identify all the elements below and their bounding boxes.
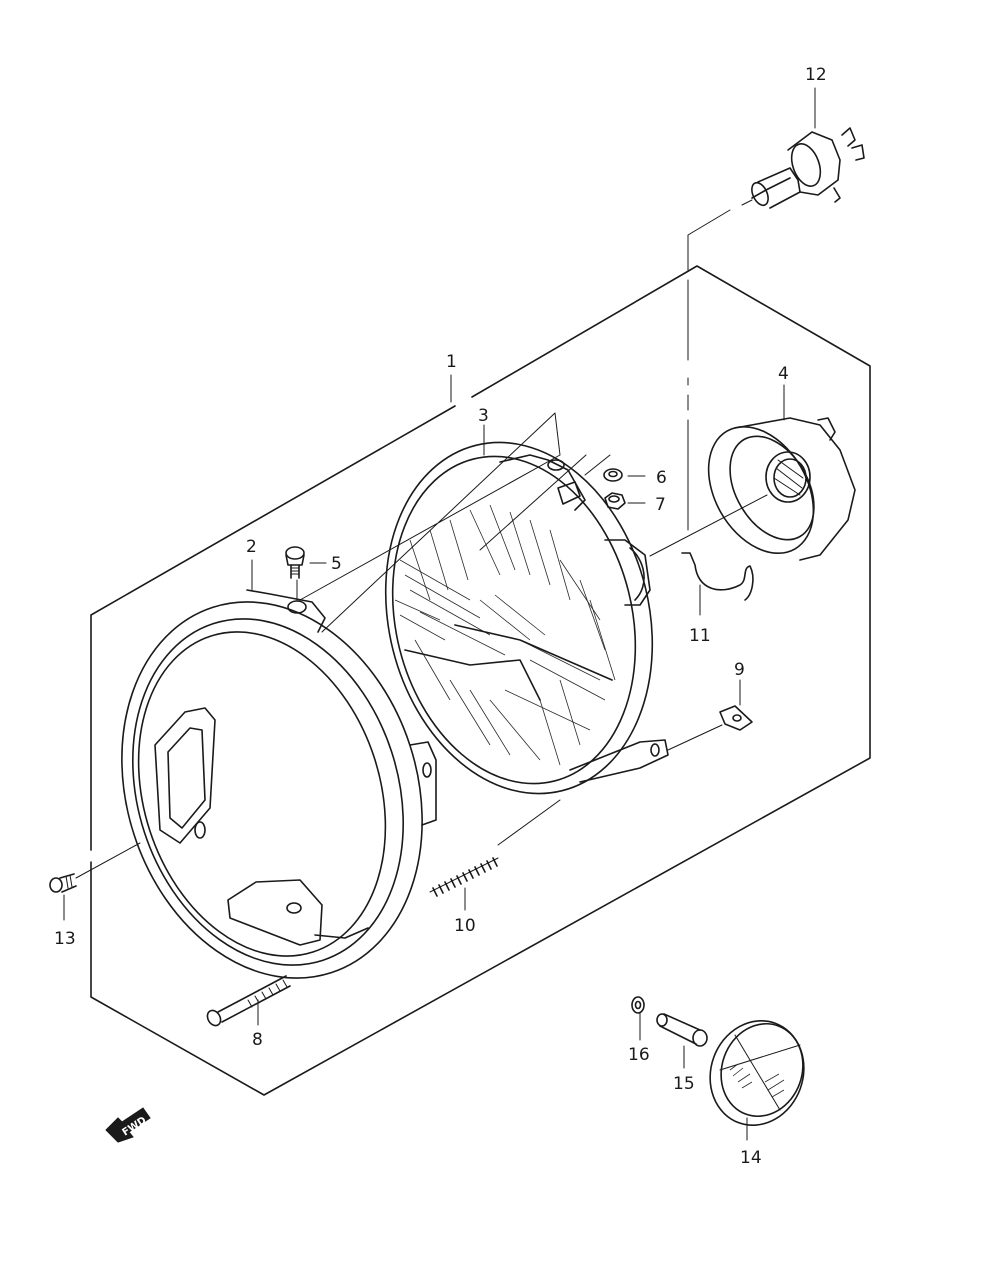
part-spring-10 (429, 857, 499, 897)
callout-15: 15 (673, 1074, 695, 1094)
part-spacer-15 (656, 1013, 708, 1047)
callout-7: 7 (655, 495, 666, 515)
part-lens-unit (384, 441, 669, 795)
callout-9: 9 (734, 660, 745, 680)
fwd-arrow-icon: FWD (105, 1107, 151, 1143)
part-washer-16 (631, 996, 645, 1014)
callout-5: 5 (331, 554, 342, 574)
part-bulb-12 (741, 127, 865, 209)
callout-labels: 1 2 3 4 5 6 7 8 9 10 11 12 13 14 15 16 (54, 65, 827, 1168)
part-screw-5 (285, 546, 307, 614)
part-screw-13 (49, 873, 77, 893)
callout-2: 2 (246, 537, 257, 557)
callout-14: 14 (740, 1148, 762, 1168)
leader-lines (63, 87, 816, 1141)
part-cap-14 (709, 1019, 805, 1127)
callout-3: 3 (478, 406, 489, 426)
callout-16: 16 (628, 1045, 650, 1065)
part-nut-7 (604, 492, 626, 510)
part-wire-11 (681, 552, 754, 601)
callout-8: 8 (252, 1030, 263, 1050)
part-rim (121, 589, 437, 979)
lens-hatching (394, 504, 616, 766)
callout-4: 4 (778, 364, 789, 384)
part-clip-nut-9 (719, 705, 753, 731)
callout-13: 13 (54, 929, 76, 949)
part-washer-6 (603, 468, 623, 482)
part-adjusting-screw-8 (206, 975, 291, 1027)
callout-10: 10 (454, 916, 476, 936)
callout-6: 6 (656, 468, 667, 488)
callout-12: 12 (805, 65, 827, 85)
callout-11: 11 (689, 626, 711, 646)
part-socket-housing (707, 417, 856, 561)
assembly-box (90, 265, 871, 1096)
callout-1: 1 (446, 352, 457, 372)
